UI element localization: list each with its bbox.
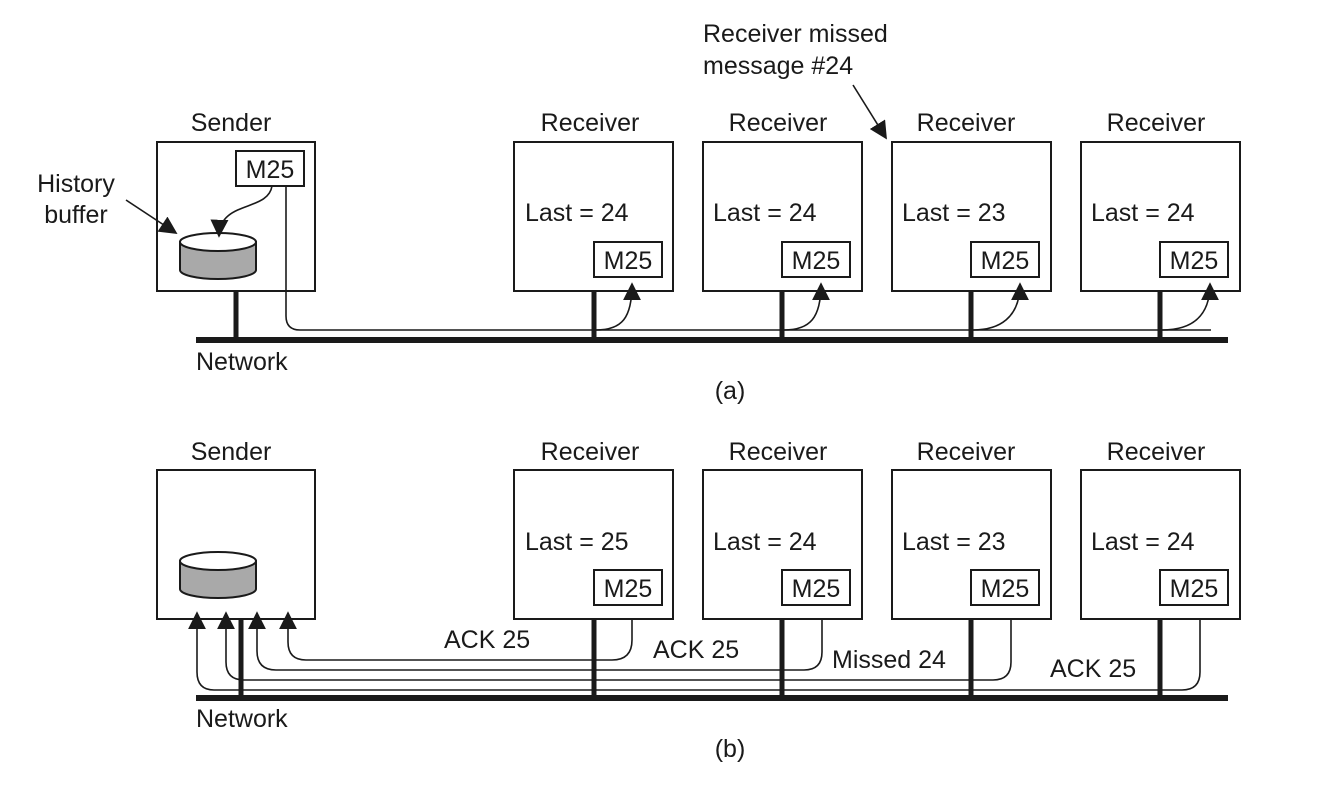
receiver-node: Receiver Last = 24 M25 xyxy=(702,109,863,340)
receiver-message: M25 xyxy=(604,575,653,603)
receiver-message: M25 xyxy=(792,247,841,275)
receiver-message-box xyxy=(1159,569,1229,606)
panel-b-caption: (b) xyxy=(715,735,746,763)
receiver-title: Receiver xyxy=(1107,438,1206,466)
delivery-arrow xyxy=(972,282,1029,331)
receiver-message: M25 xyxy=(981,575,1030,603)
receiver-message-box xyxy=(970,241,1040,278)
sender-message: M25 xyxy=(246,156,295,184)
history-label-line-1: History xyxy=(37,170,115,198)
annotation-arrow xyxy=(852,84,887,140)
receiver-last: Last = 24 xyxy=(1091,528,1195,556)
receiver-title: Receiver xyxy=(1107,109,1206,137)
receiver-message-box xyxy=(593,241,663,278)
annotation-line-2: message #24 xyxy=(703,52,853,80)
history-buffer-icon xyxy=(179,232,257,280)
sender-node: Sender M25 xyxy=(156,109,1211,340)
receiver-message-box xyxy=(781,241,851,278)
receiver-node: Receiver Last = 25 M25 ACK 25 xyxy=(444,438,674,698)
delivery-arrow xyxy=(783,282,830,331)
receiver-title: Receiver xyxy=(729,438,828,466)
missed-message-annotation: Receiver missed message #24 xyxy=(703,20,888,140)
receiver-message-box xyxy=(593,569,663,606)
receiver-message-box xyxy=(970,569,1040,606)
panel-a-caption: (a) xyxy=(715,377,746,405)
receiver-last: Last = 23 xyxy=(902,199,1006,227)
receiver-title: Receiver xyxy=(917,438,1016,466)
receiver-title: Receiver xyxy=(729,109,828,137)
reply-path xyxy=(279,601,633,661)
delivery-arrow xyxy=(1161,282,1219,331)
network-label: Network xyxy=(196,705,288,733)
receiver-node: Receiver Last = 24 M25 ACK 25 xyxy=(653,438,863,698)
receiver-message: M25 xyxy=(1170,575,1219,603)
delivery-arrow xyxy=(595,282,641,331)
reply-path xyxy=(248,601,823,671)
reply-path xyxy=(188,601,1201,691)
receiver-node: Receiver Last = 23 M25 Missed 24 xyxy=(832,438,1052,698)
receiver-message: M25 xyxy=(792,575,841,603)
reply-path xyxy=(217,601,1012,681)
reply-label: ACK 25 xyxy=(653,636,739,664)
sender-title: Sender xyxy=(191,109,272,137)
receiver-message-box xyxy=(1159,241,1229,278)
reply-label: ACK 25 xyxy=(444,626,530,654)
receiver-title: Receiver xyxy=(541,438,640,466)
store-arrow xyxy=(210,185,273,238)
history-label-line-2: buffer xyxy=(44,201,107,229)
receiver-node: Receiver Last = 24 M25 xyxy=(513,109,674,340)
annotation-line-1: Receiver missed xyxy=(703,20,888,48)
receiver-node: Receiver Last = 23 M25 xyxy=(891,109,1052,340)
receiver-message-box xyxy=(781,569,851,606)
sender-title: Sender xyxy=(191,438,272,466)
receiver-last: Last = 24 xyxy=(1091,199,1195,227)
receiver-last: Last = 25 xyxy=(525,528,629,556)
receiver-last: Last = 24 xyxy=(525,199,629,227)
history-buffer-icon xyxy=(179,551,257,599)
receiver-last: Last = 23 xyxy=(902,528,1006,556)
reply-label: ACK 25 xyxy=(1050,655,1136,683)
network-label: Network xyxy=(196,348,288,376)
receiver-title: Receiver xyxy=(541,109,640,137)
receiver-message: M25 xyxy=(1170,247,1219,275)
receiver-node: Receiver Last = 24 M25 ACK 25 xyxy=(1050,438,1241,698)
history-label-arrow xyxy=(125,199,178,234)
receiver-message: M25 xyxy=(981,247,1030,275)
panel-b: Network Sender Receiver Last = 25 M25 AC… xyxy=(156,438,1241,763)
receiver-message: M25 xyxy=(604,247,653,275)
sender-message-box xyxy=(235,150,305,187)
multicast-path xyxy=(285,186,1211,331)
sender-node: Sender xyxy=(156,438,316,698)
reply-label: Missed 24 xyxy=(832,646,946,674)
receiver-last: Last = 24 xyxy=(713,528,817,556)
receiver-node: Receiver Last = 24 M25 xyxy=(1080,109,1241,340)
panel-a: Network Sender M25 History buffer Receiv… xyxy=(37,109,1241,405)
receiver-title: Receiver xyxy=(917,109,1016,137)
receiver-last: Last = 24 xyxy=(713,199,817,227)
